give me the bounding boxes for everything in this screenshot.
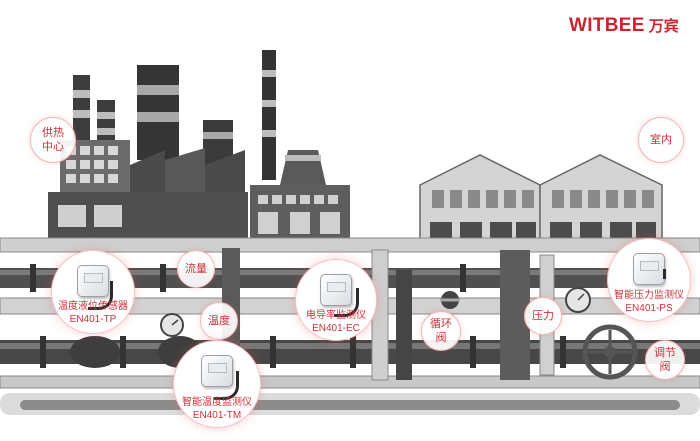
- device-name: 电导率监测仪: [306, 310, 366, 321]
- device-name: 温度液位传感器: [58, 301, 128, 312]
- device-name: 智能压力监测仪: [614, 290, 684, 301]
- heat-supply-center-bubble: 供热 中心: [30, 117, 76, 163]
- circulation-valve-label-1: 循环: [430, 317, 452, 330]
- probe-cable-icon: [88, 281, 113, 310]
- indoor-label: 室内: [650, 133, 672, 146]
- regulating-valve-label-1: 调节: [654, 346, 676, 359]
- device-model: EN401-EC: [312, 323, 360, 334]
- sensor-device-icon: [633, 253, 665, 285]
- heat-supply-center-label-1: 供热: [42, 126, 64, 139]
- brand-name-cn: 万宾: [648, 17, 679, 35]
- ground-shadow-dark: [20, 400, 680, 410]
- flow-bubble: 流量: [177, 250, 215, 288]
- probe-cable-icon: [214, 371, 239, 400]
- temperature-bubble: 温度: [200, 302, 238, 340]
- temperature-monitor-bubble: 智能温度监测仪 EN401-TM: [173, 340, 261, 428]
- device-model: EN401-TM: [192, 410, 242, 421]
- heat-supply-center-label-2: 中心: [42, 140, 64, 153]
- pressure-label: 压力: [532, 309, 554, 322]
- pressure-bubble: 压力: [524, 297, 562, 335]
- brand-name-en: WITBEE: [569, 15, 645, 36]
- regulating-valve-bubble: 调节 阀: [645, 340, 685, 380]
- probe-cable-icon: [334, 288, 359, 317]
- device-model: EN401-PS: [625, 303, 673, 314]
- pressure-monitor-bubble: 智能压力监测仪 EN401-PS: [607, 238, 691, 322]
- device-model: EN401-TP: [69, 314, 117, 325]
- indoor-bubble: 室内: [638, 117, 684, 163]
- conductivity-monitor-bubble: 电导率监测仪 EN401-EC: [295, 259, 377, 341]
- heat-supply-plant: [48, 140, 350, 247]
- pressure-probe-icon: [663, 269, 666, 279]
- regulating-valve-label-2: 阀: [659, 360, 671, 373]
- indoor-warehouses: [419, 154, 663, 251]
- circulation-valve-bubble: 循环 阀: [421, 311, 461, 351]
- temperature-level-sensor-bubble: 温度液位传感器 EN401-TP: [51, 250, 135, 334]
- flow-label: 流量: [185, 262, 207, 275]
- device-name: 智能温度监测仪: [182, 397, 252, 408]
- temperature-label: 温度: [208, 314, 230, 327]
- circulation-valve-label-2: 阀: [435, 331, 447, 344]
